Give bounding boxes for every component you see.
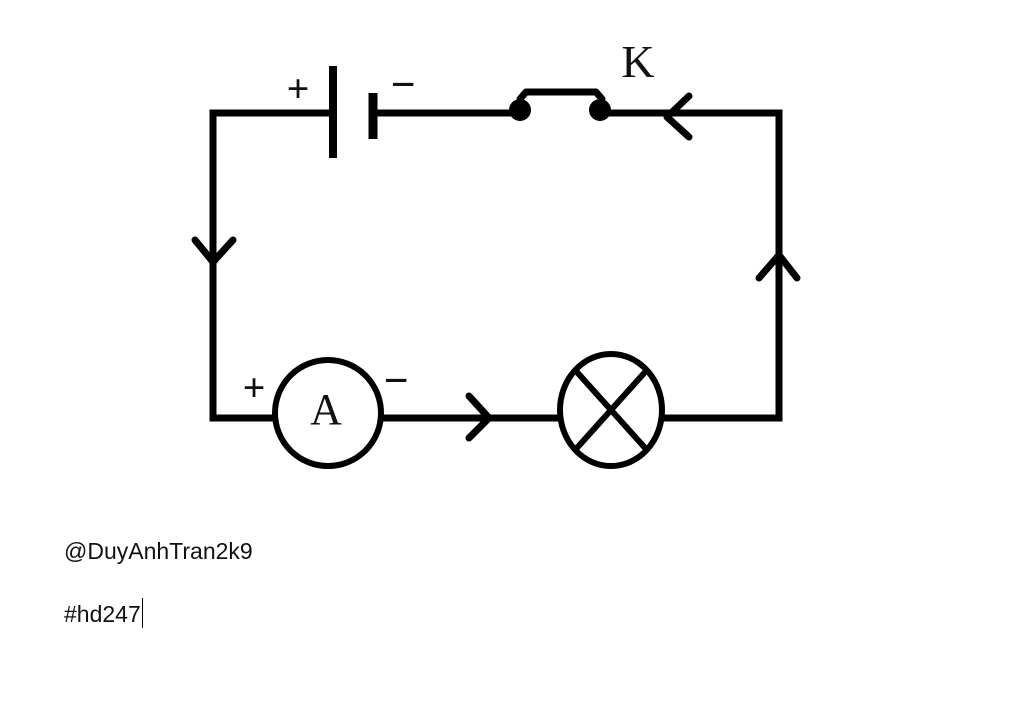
- circuit-wires: [209, 109, 783, 422]
- current-arrows: [191, 92, 801, 442]
- battery: + −: [287, 60, 416, 158]
- lamp-cross-line-2: [573, 368, 649, 452]
- battery-minus-sign: −: [390, 60, 415, 109]
- switch-right-contact: [589, 99, 611, 121]
- text-cursor: [141, 598, 143, 628]
- ammeter-minus-sign: −: [383, 356, 408, 405]
- tag-text: #hd247: [64, 601, 141, 627]
- ammeter: A + −: [243, 356, 409, 469]
- switch-label: K: [621, 36, 654, 87]
- switch-k: K: [509, 36, 655, 121]
- ammeter-circle: [272, 357, 384, 469]
- ammeter-plus-sign: +: [243, 365, 266, 410]
- tag-line[interactable]: #hd247: [64, 598, 143, 628]
- ammeter-label: A: [310, 385, 342, 434]
- arrow-right-up-icon: [755, 251, 801, 282]
- arrow-bottom-right-icon: [465, 392, 493, 442]
- switch-lever: [516, 88, 606, 103]
- author-handle: @DuyAnhTran2k9: [64, 538, 253, 564]
- lamp-circle: [557, 351, 665, 469]
- switch-left-contact: [509, 99, 531, 121]
- arrow-left-down-icon: [191, 236, 237, 266]
- lamp: [557, 351, 665, 469]
- arrow-top-left-icon: [663, 92, 693, 141]
- battery-plus-sign: +: [287, 66, 310, 111]
